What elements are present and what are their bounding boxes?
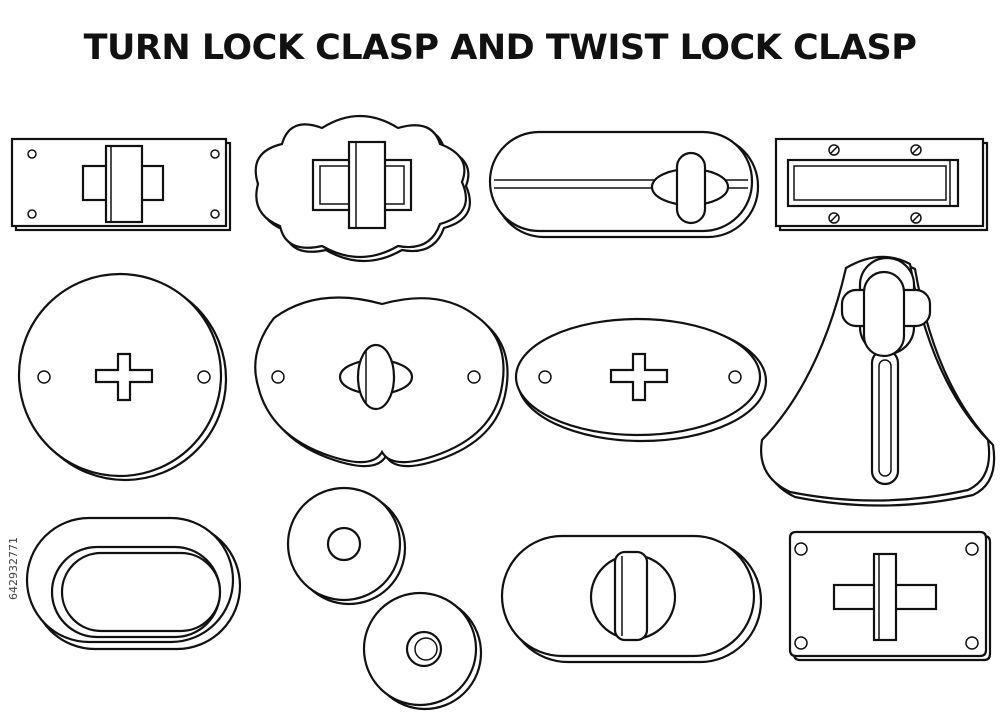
page-title: TURN LOCK CLASP AND TWIST LOCK CLASP bbox=[83, 28, 917, 68]
fan-hasp-lock-icon bbox=[760, 255, 996, 507]
double-oval-twist-lock-icon bbox=[254, 296, 509, 468]
rectangular-plate-turn-lock-icon bbox=[10, 137, 232, 232]
pill-twist-lock-icon bbox=[500, 534, 763, 664]
round-washer-icon bbox=[362, 591, 483, 711]
oval-cross-plate-icon bbox=[514, 317, 768, 443]
notched-cross-plate-icon bbox=[788, 530, 992, 662]
capsule-twist-lock-icon bbox=[488, 130, 760, 239]
round-washer-icon bbox=[286, 486, 407, 606]
round-cross-plate-icon bbox=[17, 272, 228, 482]
scalloped-turn-lock-icon bbox=[254, 114, 471, 263]
oval-eyelet-icon bbox=[25, 516, 242, 651]
slot-plate-clasp-icon bbox=[774, 137, 989, 232]
